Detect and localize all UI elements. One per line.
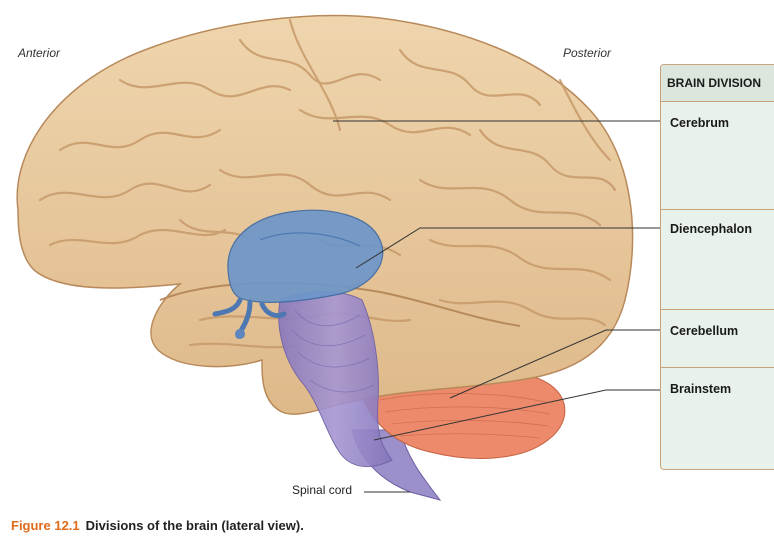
diencephalon-label: Diencephalon — [670, 222, 752, 236]
table-row-brainstem: Brainstem — [661, 367, 774, 469]
table-row-diencephalon: Diencephalon — [661, 209, 774, 309]
spinal-cord-label: Spinal cord — [292, 483, 353, 497]
table-header: BRAIN DIVISION — [661, 65, 774, 102]
cerebellum-label: Cerebellum — [670, 324, 739, 338]
figure-caption-text: Divisions of the brain (lateral view). — [85, 518, 304, 533]
brainstem-label: Brainstem — [670, 382, 732, 396]
brain-division-table: BRAIN DIVISION Cerebrum Diencephalon Cer… — [660, 64, 774, 470]
figure-number: Figure 12.1 — [11, 518, 80, 533]
figure-caption: Figure 12.1 Divisions of the brain (later… — [11, 518, 304, 533]
table-row-cerebrum: Cerebrum — [661, 101, 774, 209]
table-row-cerebellum: Cerebellum — [661, 309, 774, 367]
cerebrum-label: Cerebrum — [670, 116, 730, 130]
anterior-label: Anterior — [18, 46, 61, 60]
posterior-label: Posterior — [563, 46, 612, 60]
brain-illustration — [16, 14, 660, 501]
